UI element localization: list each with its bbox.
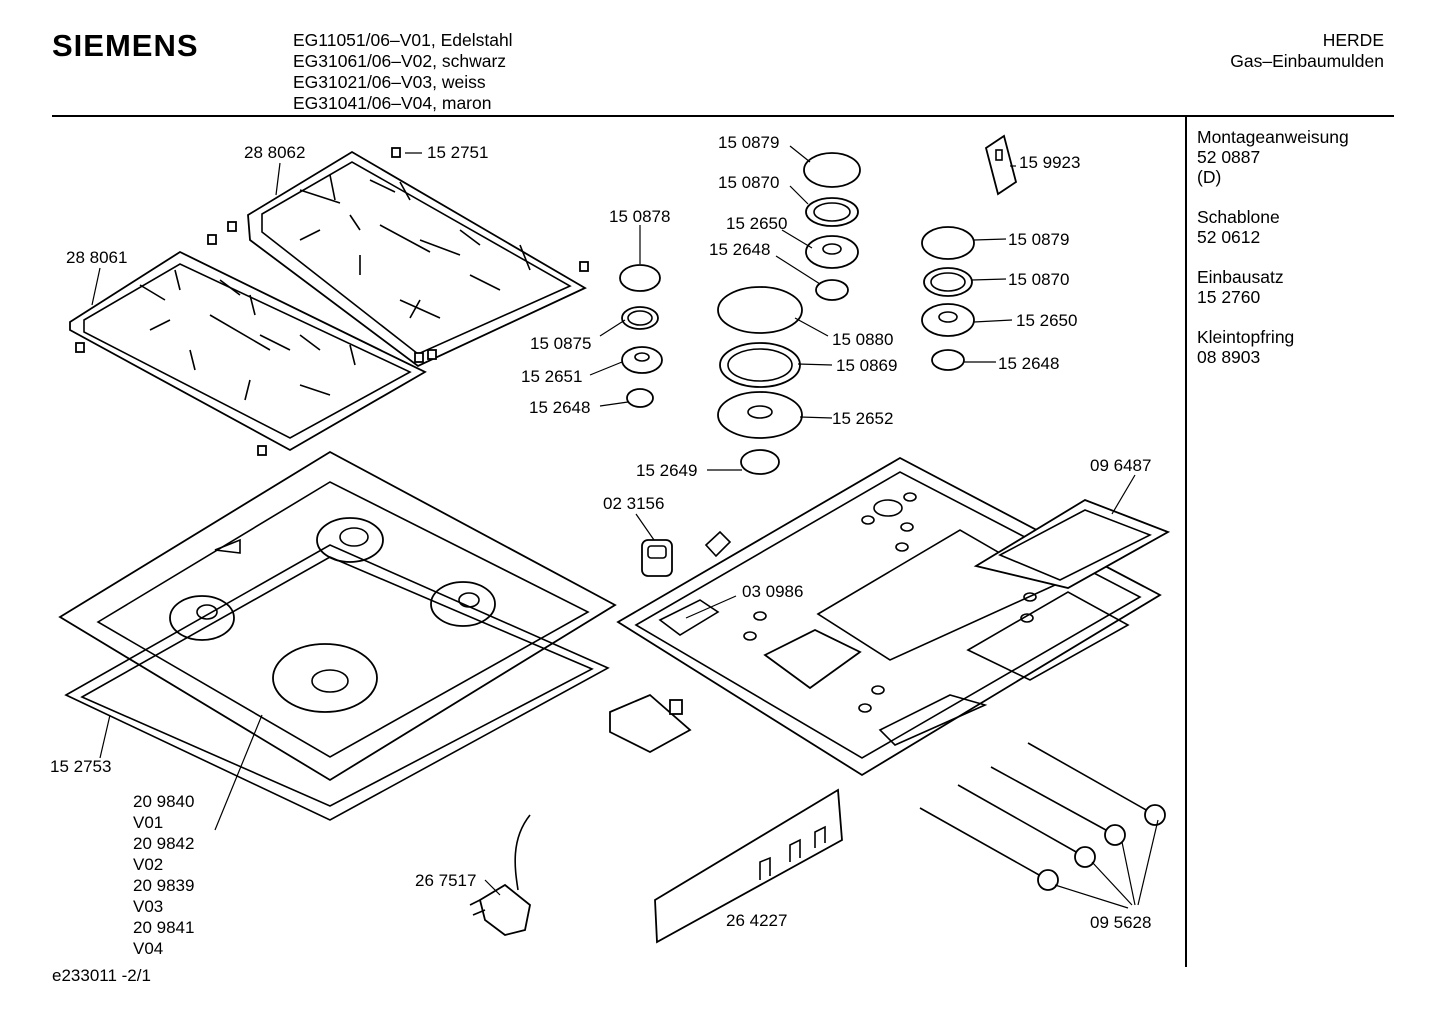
spark-module-drawing [609, 693, 692, 754]
model-line: EG31041/06–V04, maron [293, 93, 492, 113]
sidebar-group-einbausatz: Einbausatz 15 2760 [1197, 267, 1349, 307]
part-label: 15 2753 [50, 757, 111, 776]
part-label: 28 8061 [66, 248, 127, 267]
burner-medium-b-drawing [921, 226, 975, 371]
part-label: 15 0879 [1008, 230, 1069, 249]
part-label: 15 0878 [609, 207, 670, 226]
part-label: 15 2649 [636, 461, 697, 480]
cover-plate-drawing [973, 499, 1171, 589]
hob-top-drawing [58, 450, 617, 782]
part-label: 15 0870 [1008, 270, 1069, 289]
part-label: 20 9839 [133, 876, 194, 895]
model-line: EG31021/06–V03, weiss [293, 72, 486, 92]
sidebar-group-line: 15 2760 [1197, 287, 1261, 307]
part-label: 28 8062 [244, 143, 305, 162]
part-label: 20 9842 [133, 834, 194, 853]
sidebar-group-schablone: Schablone 52 0612 [1197, 207, 1349, 247]
accessory-sidebar: Montageanweisung 52 0887 (D) Schablone 5… [1197, 127, 1349, 387]
sidebar-group-line: 08 8903 [1197, 347, 1261, 367]
part-label: 15 0880 [832, 330, 893, 349]
part-label: V02 [133, 855, 163, 874]
sidebar-group-title: Einbausatz [1197, 267, 1284, 287]
part-label: V03 [133, 897, 163, 916]
sidebar-group-title: Montageanweisung [1197, 127, 1349, 147]
part-label: 15 2648 [529, 398, 590, 417]
part-label: 15 0879 [718, 133, 779, 152]
sidebar-group-kleintopfring: Kleintopfring 08 8903 [1197, 327, 1349, 367]
part-label: 02 3156 [603, 494, 664, 513]
part-label: 15 2751 [427, 143, 488, 162]
part-label: 15 0875 [530, 334, 591, 353]
part-label: 20 9841 [133, 918, 194, 937]
part-label: 15 2652 [832, 409, 893, 428]
category-heading: HERDE Gas–Einbaumulden [1230, 30, 1384, 72]
part-label: V04 [133, 939, 163, 958]
part-label: 03 0986 [742, 582, 803, 601]
part-label: 15 0870 [718, 173, 779, 192]
part-label: 15 2648 [709, 240, 770, 259]
sidebar-group-line: 52 0612 [1197, 227, 1261, 247]
sidebar-group-line: (D) [1197, 167, 1222, 187]
clip-parts-drawing [75, 147, 589, 456]
header-divider [52, 115, 1394, 117]
sidebar-group-line: 52 0887 [1197, 147, 1261, 167]
mounting-bracket-drawing [654, 788, 843, 944]
part-label: 20 9840 [133, 792, 194, 811]
spanner-tool-drawing [984, 134, 1018, 196]
part-labels: 28 8062 15 2751 28 8061 15 0878 15 0875 … [50, 133, 1151, 958]
document-id: e233011 -2/1 [52, 966, 151, 985]
ignition-unit-drawing [641, 530, 732, 577]
seal-drawing [64, 544, 610, 821]
sidebar-group-montage: Montageanweisung 52 0887 (D) [1197, 127, 1349, 187]
model-line: EG31061/06–V02, schwarz [293, 51, 507, 71]
power-plug-drawing [469, 814, 531, 936]
leader-lines [91, 145, 1159, 909]
pan-support-right-drawing [247, 150, 587, 368]
brand-logo: SIEMENS [52, 28, 199, 63]
part-label: 15 9923 [1019, 153, 1080, 172]
burner-medium-drawing [803, 152, 861, 301]
model-list: EG11051/06–V01, Edelstahl EG31061/06–V02… [293, 30, 513, 114]
sidebar-group-title: Kleintopfring [1197, 327, 1295, 347]
category-sub: Gas–Einbaumulden [1230, 51, 1384, 71]
part-label: 15 0869 [836, 356, 897, 375]
part-label: 26 4227 [726, 911, 787, 930]
burner-large-drawing [717, 286, 803, 475]
sidebar-divider [1185, 117, 1187, 967]
model-line: EG11051/06–V01, Edelstahl [293, 30, 513, 50]
adjustable-feet-drawing [919, 742, 1166, 891]
part-label: 26 7517 [415, 871, 476, 890]
part-label: 15 2651 [521, 367, 582, 386]
part-label: V01 [133, 813, 163, 832]
part-label: 09 6487 [1090, 456, 1151, 475]
pan-support-left-drawing [69, 250, 427, 452]
part-label: 09 5628 [1090, 913, 1151, 932]
category-main: HERDE [1322, 30, 1384, 50]
part-label: 15 2648 [998, 354, 1059, 373]
part-label: 15 2650 [1016, 311, 1077, 330]
sidebar-group-title: Schablone [1197, 207, 1280, 227]
part-label: 15 2650 [726, 214, 787, 233]
burner-small-drawing [619, 264, 663, 408]
